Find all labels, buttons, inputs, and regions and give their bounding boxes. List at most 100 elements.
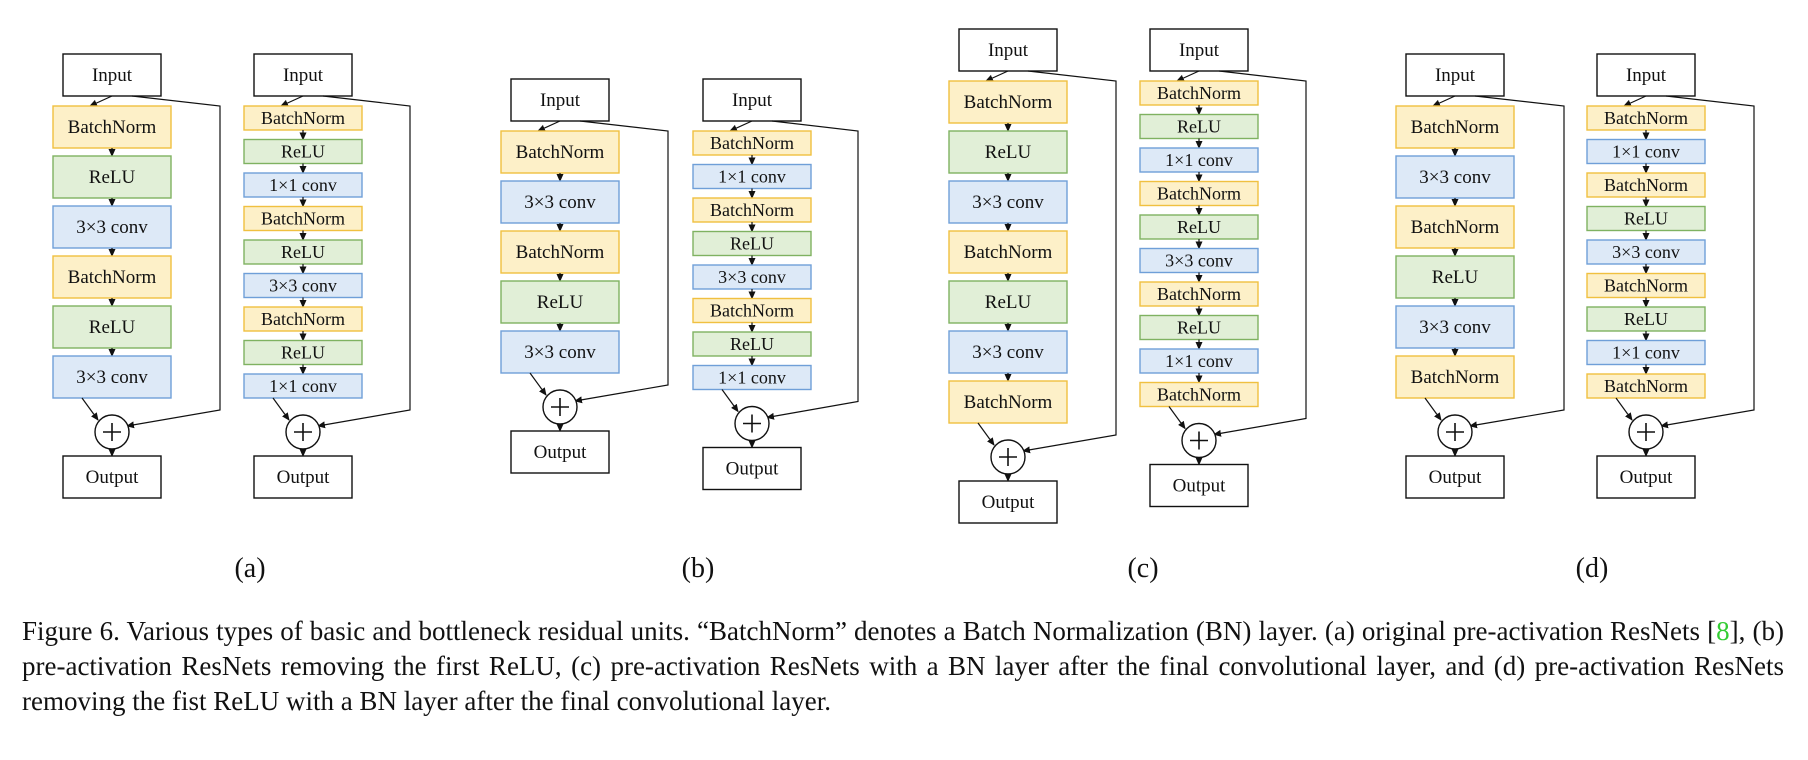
input-arrow	[1623, 95, 1647, 107]
relu-layer	[1586, 306, 1706, 332]
batchnorm-layer-label: BatchNorm	[1604, 175, 1688, 195]
residual-arrow	[1168, 406, 1186, 430]
batchnorm-layer	[1586, 373, 1706, 399]
relu-layer-label: ReLU	[1432, 267, 1479, 288]
panel-label: (b)	[682, 553, 715, 584]
batchnorm-layer	[52, 105, 172, 149]
relu-layer-label: ReLU	[1177, 318, 1221, 338]
batchnorm-layer-label: BatchNorm	[1157, 83, 1241, 103]
output-box	[1405, 455, 1505, 499]
conv-layer	[1139, 147, 1259, 173]
skip-connection	[126, 95, 221, 429]
circled-plus-icon	[734, 405, 770, 442]
circled-plus-icon	[94, 414, 130, 450]
batchnorm-layer	[1395, 105, 1515, 149]
conv-layer-label: 3×3 conv	[972, 342, 1044, 363]
input-box	[702, 78, 802, 122]
input-label: Input	[283, 65, 324, 86]
batchnorm-layer-label: BatchNorm	[516, 142, 605, 163]
batchnorm-layer	[948, 80, 1068, 124]
input-arrow	[537, 120, 561, 132]
batchnorm-layer-label: BatchNorm	[1411, 217, 1500, 238]
conv-layer-label: 3×3 conv	[1419, 317, 1491, 338]
batchnorm-layer-label: BatchNorm	[710, 133, 794, 153]
residual-arrow	[81, 397, 99, 421]
input-arrow	[985, 70, 1009, 82]
relu-layer-label: ReLU	[1624, 309, 1668, 329]
output-box	[958, 480, 1058, 524]
relu-layer-label: ReLU	[537, 292, 584, 313]
input-box	[958, 28, 1058, 72]
circled-plus-icon	[990, 439, 1026, 475]
batchnorm-layer-label: BatchNorm	[261, 209, 345, 229]
conv-layer-label: 1×1 conv	[718, 167, 786, 187]
conv-layer	[500, 330, 620, 374]
relu-layer-label: ReLU	[281, 343, 325, 363]
batchnorm-layer	[1139, 381, 1259, 408]
batchnorm-layer-label: BatchNorm	[964, 92, 1053, 113]
input-label: Input	[988, 40, 1029, 61]
input-box	[1405, 53, 1505, 97]
conv-layer	[1139, 348, 1259, 374]
batchnorm-layer-label: BatchNorm	[1604, 376, 1688, 396]
relu-layer	[243, 339, 363, 366]
conv-layer-label: 3×3 conv	[76, 217, 148, 238]
batchnorm-layer-label: BatchNorm	[1604, 276, 1688, 296]
skip-connection	[1469, 95, 1565, 429]
batchnorm-layer-label: BatchNorm	[261, 108, 345, 128]
input-arrow	[280, 95, 304, 107]
batchnorm-layer	[948, 380, 1068, 424]
conv-layer-label: 3×3 conv	[1419, 167, 1491, 188]
input-arrow	[729, 120, 753, 132]
conv-layer-label: 1×1 conv	[1612, 142, 1680, 162]
batchnorm-layer-label: BatchNorm	[1411, 117, 1500, 138]
batchnorm-layer-label: BatchNorm	[68, 117, 157, 138]
skip-connection	[1213, 70, 1307, 437]
relu-layer-label: ReLU	[1177, 217, 1221, 237]
circled-plus-icon	[1628, 414, 1664, 450]
panel-label: (d)	[1576, 553, 1609, 584]
relu-layer	[948, 130, 1068, 174]
batchnorm-layer	[692, 130, 812, 156]
input-arrow	[1432, 95, 1456, 107]
output-box	[253, 455, 353, 499]
output-label: Output	[982, 492, 1036, 513]
batchnorm-layer-label: BatchNorm	[1604, 108, 1688, 128]
output-label: Output	[86, 467, 140, 488]
batchnorm-layer	[1139, 180, 1259, 207]
relu-layer	[243, 239, 363, 265]
batchnorm-layer	[1395, 355, 1515, 399]
relu-layer-label: ReLU	[1624, 209, 1668, 229]
input-box	[510, 78, 610, 122]
input-label: Input	[540, 90, 581, 111]
circled-plus-icon	[542, 389, 578, 425]
batchnorm-layer-label: BatchNorm	[964, 392, 1053, 413]
output-box	[62, 455, 162, 499]
skip-connection	[1022, 70, 1117, 454]
output-label: Output	[726, 459, 780, 480]
batchnorm-layer	[243, 306, 363, 332]
conv-layer	[1395, 305, 1515, 349]
panel-label: (c)	[1127, 553, 1158, 584]
relu-layer-label: ReLU	[89, 167, 136, 188]
output-label: Output	[277, 467, 331, 488]
residual-arrow	[529, 372, 547, 396]
citation-link[interactable]: 8	[1716, 616, 1730, 646]
skip-connection	[317, 95, 411, 429]
batchnorm-layer	[243, 105, 363, 131]
residual-arrow	[272, 397, 290, 421]
conv-layer	[1586, 138, 1706, 165]
input-arrow	[89, 95, 113, 107]
relu-layer	[243, 138, 363, 165]
residual-arrow	[977, 422, 995, 446]
